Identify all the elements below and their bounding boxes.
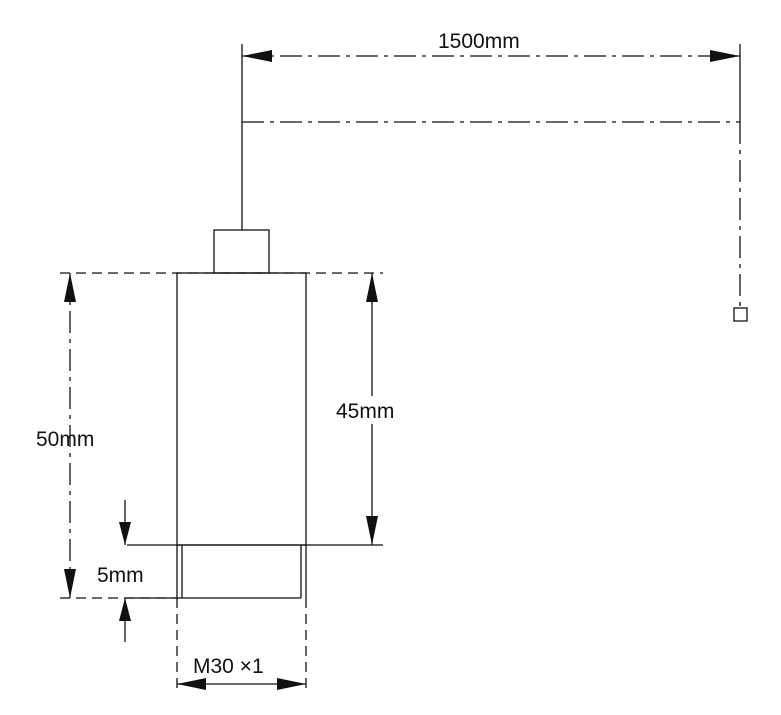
thread-dim-arrow-top xyxy=(119,522,131,545)
thread-spec-dimension: M30 ×1 xyxy=(176,598,307,692)
overall-dim-arrow-bottom xyxy=(64,569,76,598)
thread-spec-arrow-right xyxy=(277,678,306,690)
body-height-dimension: 45mm xyxy=(335,273,413,545)
body-dim-arrow-bottom xyxy=(366,516,378,545)
thread-height-label: 5mm xyxy=(97,564,144,587)
thread-spec-label: M30 ×1 xyxy=(193,655,264,678)
body-dim-arrow-top xyxy=(366,273,378,302)
overall-height-dimension: 50mm xyxy=(36,273,94,598)
body-label-bg xyxy=(335,396,413,424)
cable-dim-arrow-left xyxy=(242,50,272,62)
body-height-label: 45mm xyxy=(336,400,394,423)
cable xyxy=(241,121,748,322)
thread-spec-arrow-left xyxy=(177,678,206,690)
sensor-housing xyxy=(176,272,307,546)
cable-end-terminal xyxy=(733,307,748,322)
overall-height-label: 50mm xyxy=(36,428,94,451)
thread-dim-arrow-bottom xyxy=(119,598,131,621)
cable-gland xyxy=(213,229,270,274)
cable-length-label: 1500mm xyxy=(438,30,520,53)
overall-dim-arrow-top xyxy=(64,273,76,302)
thread-height-dimension: 5mm xyxy=(97,500,144,642)
cable-dim-arrow-right xyxy=(710,50,740,62)
cable-length-dimension: 1500mm xyxy=(241,30,741,122)
